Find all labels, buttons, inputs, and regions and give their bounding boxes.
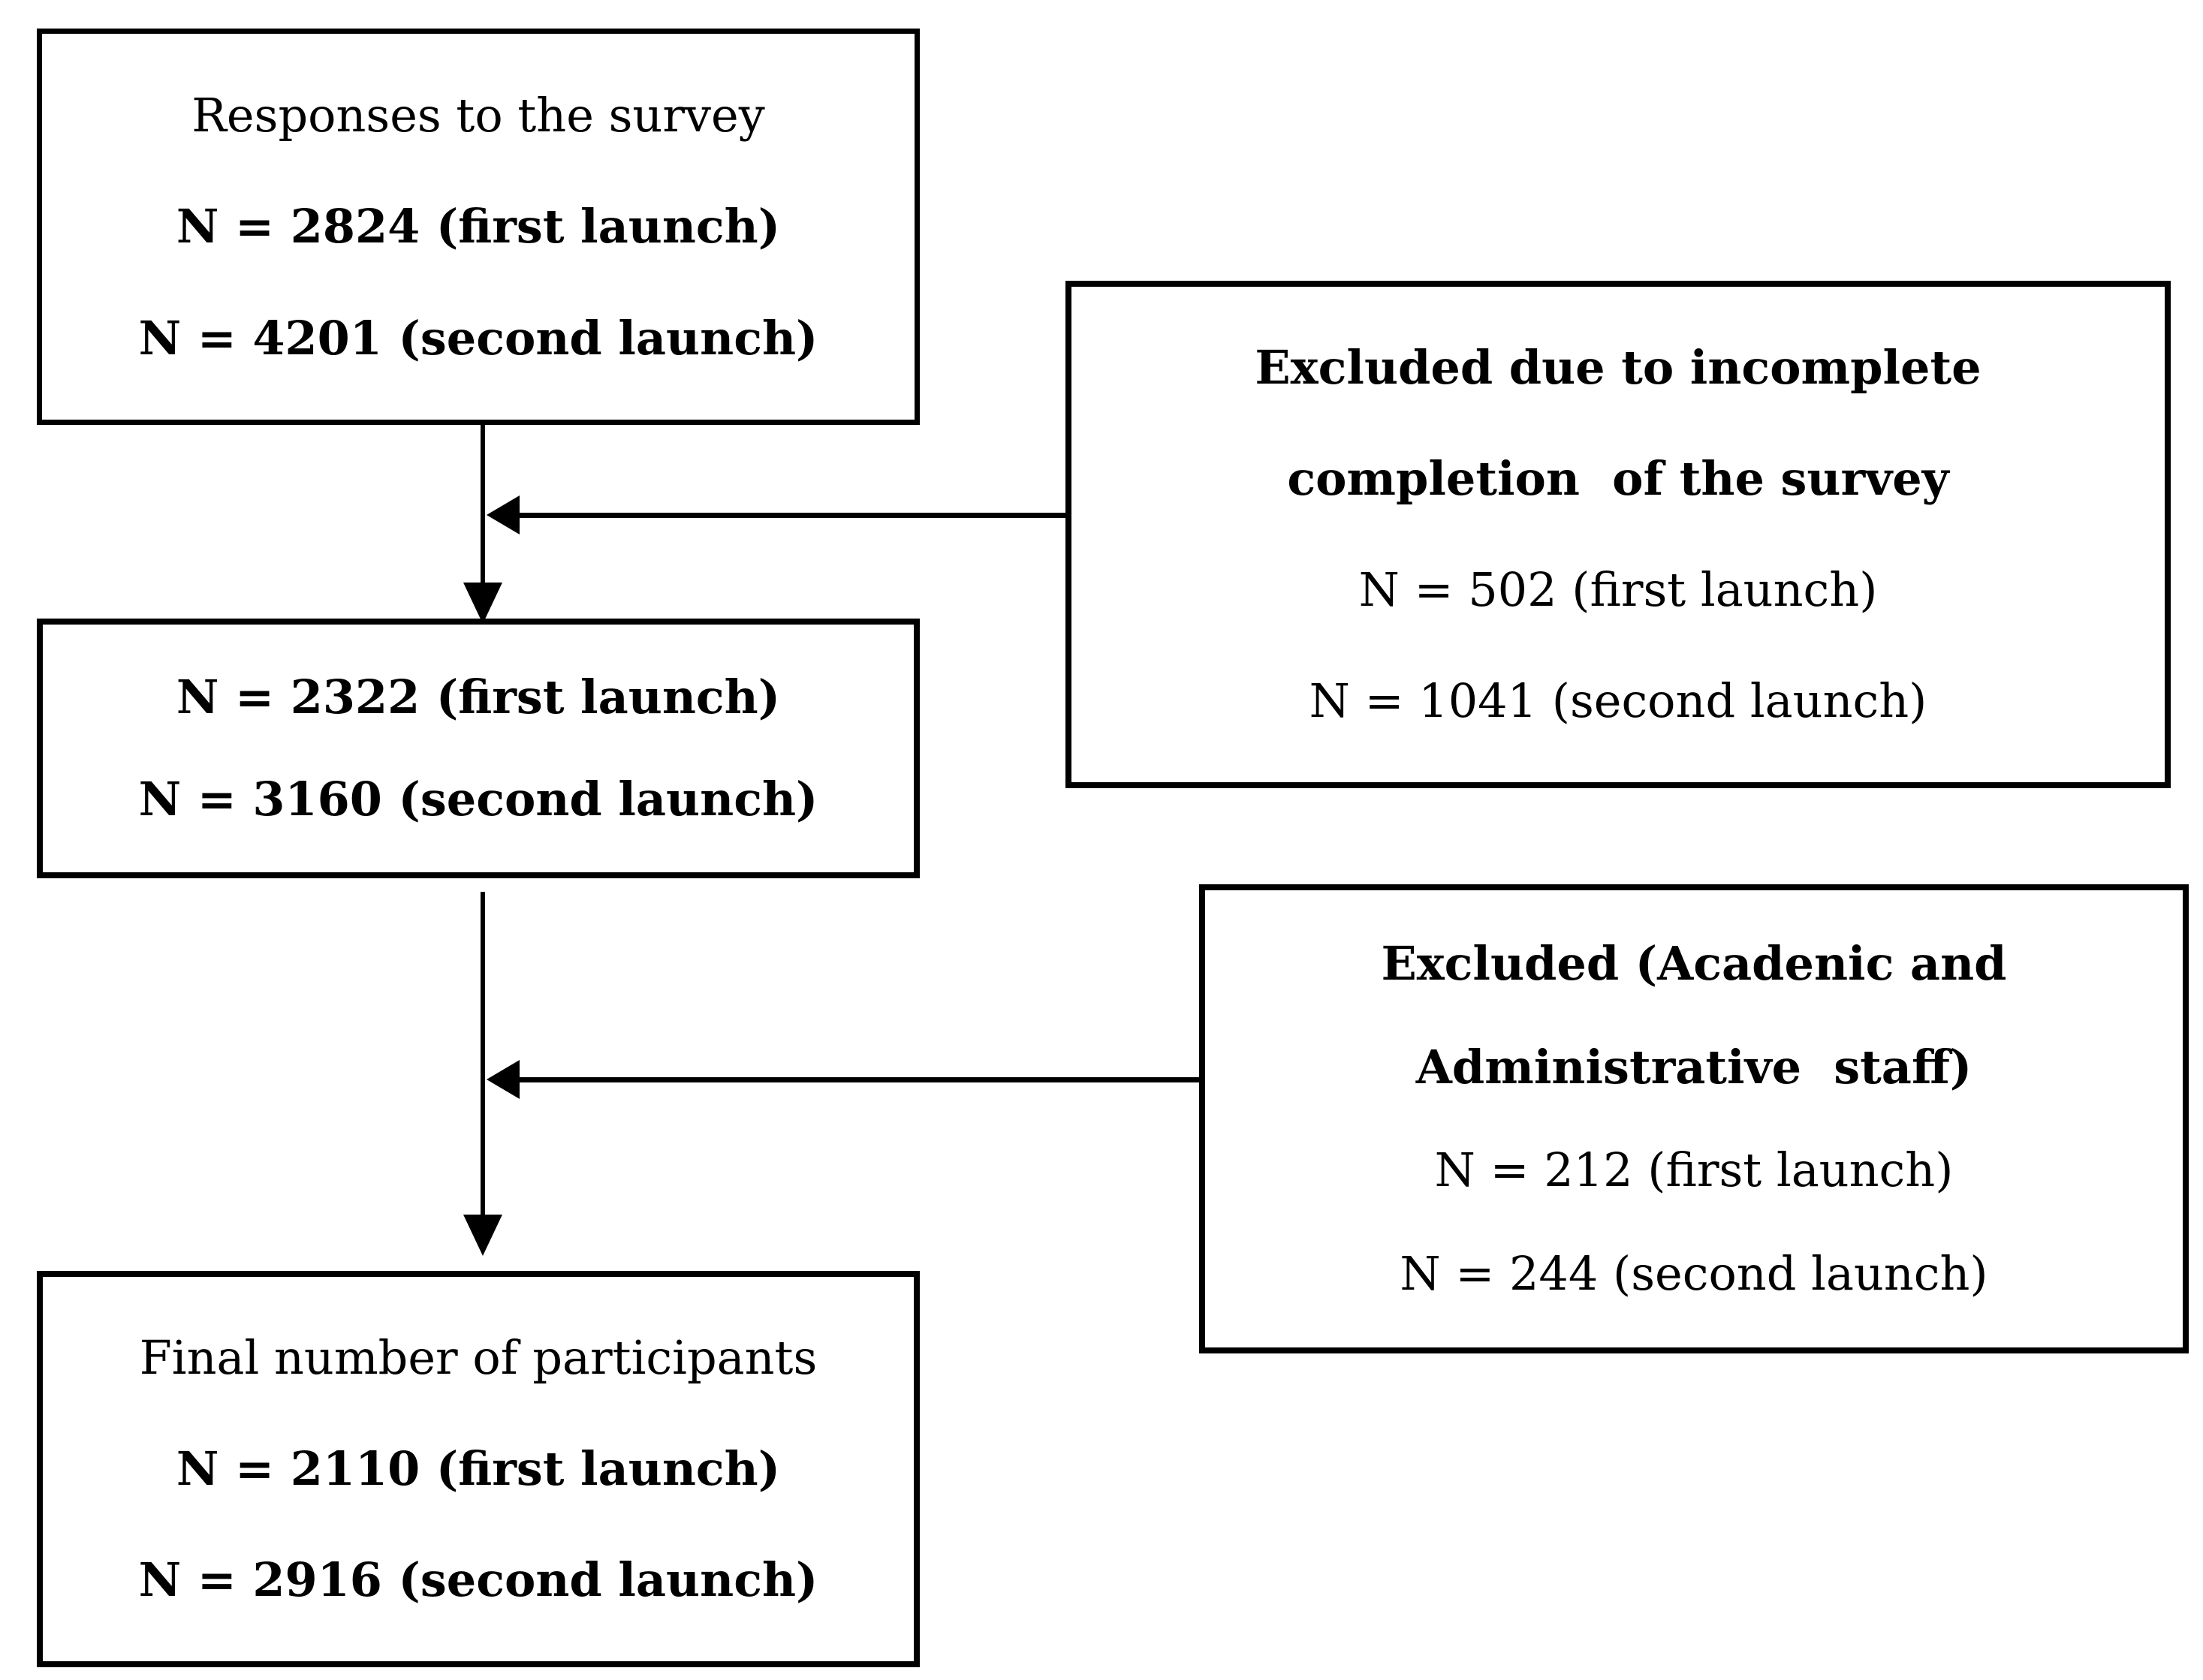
survey-responses-title: Responses to the survey <box>191 87 765 143</box>
final-participants-first: N = 2110 (first launch) <box>176 1441 781 1496</box>
excluded-staff-title-line2: Administrative staff) <box>1415 1039 1972 1094</box>
branch-line-excluded-staff <box>518 1077 1203 1082</box>
box-after-exclusion: N = 2322 (first launch) N = 3160 (second… <box>37 619 920 878</box>
flow-line-responses-to-after-exclusion <box>481 425 485 584</box>
excluded-incomplete-title-line2: completion of the survey <box>1287 451 1949 506</box>
after-exclusion-first: N = 2322 (first launch) <box>176 669 781 724</box>
branch-line-excluded-incomplete <box>518 513 1067 518</box>
final-participants-second: N = 2916 (second launch) <box>138 1552 818 1607</box>
excluded-incomplete-second: N = 1041 (second launch) <box>1309 673 1927 728</box>
flow-line-after-exclusion-to-final <box>481 892 485 1216</box>
excluded-incomplete-first: N = 502 (first launch) <box>1358 562 1878 617</box>
box-survey-responses: Responses to the survey N = 2824 (first … <box>37 29 920 425</box>
arrow-down-icon <box>463 583 502 624</box>
survey-responses-second: N = 4201 (second launch) <box>138 310 818 366</box>
excluded-incomplete-title-line1: Excluded due to incomplete <box>1255 340 1981 395</box>
excluded-staff-second: N = 244 (second launch) <box>1400 1246 1988 1302</box>
box-excluded-staff: Excluded (Acadenic and Administrative st… <box>1199 884 2189 1353</box>
arrow-down-icon <box>463 1215 502 1256</box>
after-exclusion-second: N = 3160 (second launch) <box>138 772 818 827</box>
box-excluded-incomplete: Excluded due to incomplete completion of… <box>1065 281 2171 788</box>
excluded-staff-first: N = 212 (first launch) <box>1434 1143 1954 1198</box>
survey-responses-first: N = 2824 (first launch) <box>176 199 781 254</box>
arrow-left-icon <box>487 1060 520 1099</box>
arrow-left-icon <box>487 495 520 534</box>
box-final-participants: Final number of participants N = 2110 (f… <box>37 1271 920 1667</box>
final-participants-title: Final number of participants <box>139 1330 818 1385</box>
excluded-staff-title-line1: Excluded (Acadenic and <box>1381 935 2007 991</box>
